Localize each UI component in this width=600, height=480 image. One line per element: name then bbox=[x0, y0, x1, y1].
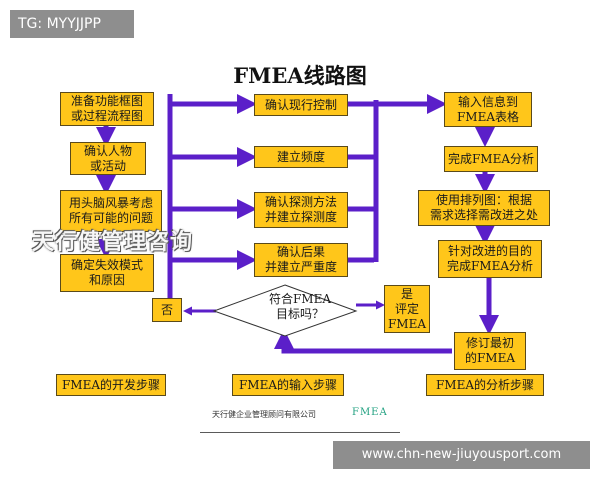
footer-logo: FMEA bbox=[352, 407, 388, 418]
step-pareto: 使用排列图：根据 需求选择需改进之处 bbox=[418, 190, 550, 226]
decision-yes-box: 是 评定 FMEA bbox=[384, 285, 430, 333]
step-identify-person: 确认人物 或活动 bbox=[70, 142, 146, 175]
label-analysis-steps: FMEA的分析步骤 bbox=[426, 374, 544, 396]
arrow-revise-to-decision bbox=[274, 328, 452, 354]
step-prepare-diagram: 准备功能框图 或过程流程图 bbox=[60, 92, 154, 126]
footer-rule bbox=[200, 432, 400, 433]
step-occurrence: 建立频度 bbox=[254, 146, 348, 168]
site-url-tag: www.chn-new-jiuyousport.com bbox=[333, 441, 590, 469]
step-severity: 确认后果 并建立严重度 bbox=[254, 243, 348, 277]
overlay-watermark: 天行健管理咨询 bbox=[32, 230, 194, 255]
step-brainstorm: 用头脑风暴考虑 所有可能的问题 bbox=[60, 190, 162, 232]
decision-no-box: 否 bbox=[152, 298, 182, 322]
step-improve-analysis: 针对改进的目的 完成FMEA分析 bbox=[438, 240, 542, 278]
decision-diamond bbox=[212, 284, 358, 337]
decision-label: 符合FMEA 目标吗？ bbox=[268, 292, 332, 321]
step-current-controls: 确认现行控制 bbox=[254, 94, 348, 116]
diagram-title: FMEA线路图 bbox=[233, 63, 367, 88]
step-input-table: 输入信息到 FMEA表格 bbox=[444, 92, 532, 127]
label-dev-steps: FMEA的开发步骤 bbox=[56, 374, 166, 396]
telegram-tag: TG: MYYJJPP bbox=[10, 10, 134, 38]
label-input-steps: FMEA的输入步骤 bbox=[232, 374, 344, 396]
step-detection: 确认探测方法 并建立探测度 bbox=[254, 192, 348, 228]
step-failure-modes: 确定失效模式 和原因 bbox=[60, 254, 154, 292]
step-revise-fmea: 修订最初 的FMEA bbox=[454, 332, 526, 370]
step-complete-analysis: 完成FMEA分析 bbox=[444, 146, 538, 172]
footer-company: 天行健企业管理顾问有限公司 bbox=[212, 410, 316, 419]
